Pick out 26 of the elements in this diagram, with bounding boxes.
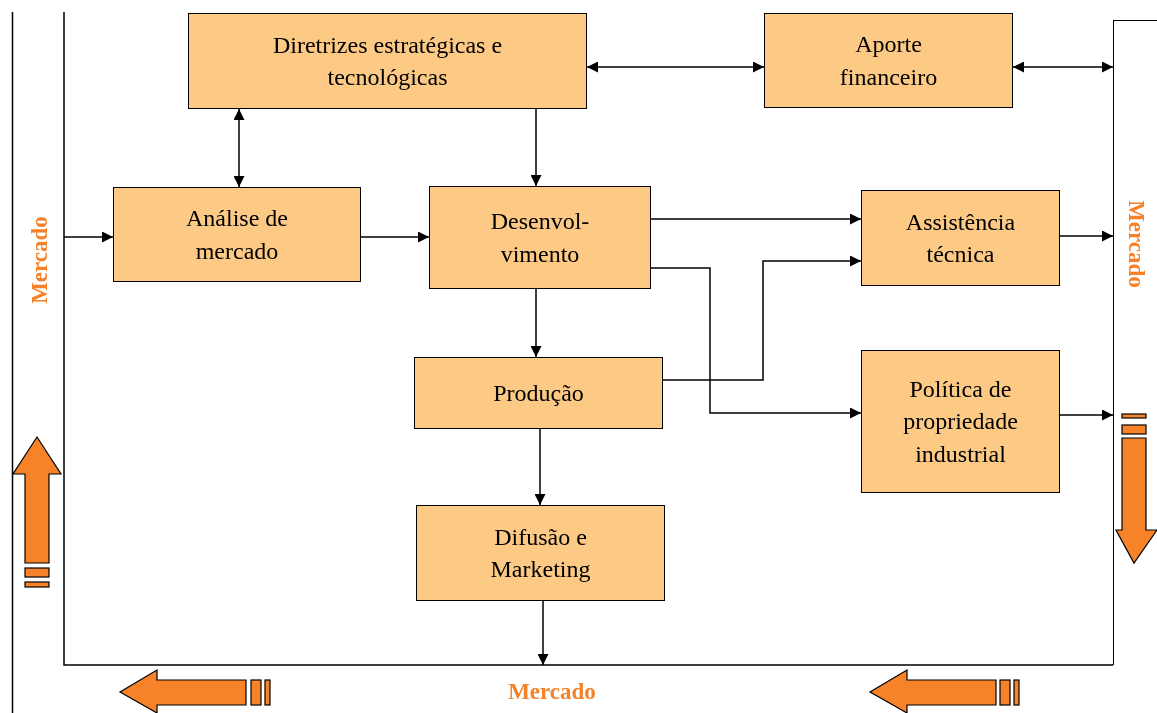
process-box: Política de propriedade industrial — [861, 350, 1060, 493]
arrow — [530, 108, 542, 187]
market-label: Mercado — [27, 216, 53, 304]
process-box: Análise de mercado — [113, 187, 361, 282]
market-label: Mercado — [508, 679, 596, 705]
arrow — [1012, 61, 1114, 73]
arrow — [650, 213, 862, 225]
market-channel-line — [1113, 20, 1157, 665]
market-label: Mercado — [1123, 200, 1149, 288]
arrow — [586, 61, 765, 73]
arrow — [1059, 230, 1114, 242]
arrow — [662, 255, 862, 381]
arrow — [537, 600, 549, 666]
process-box: Diretrizes estratégicas e tecnológicas — [188, 13, 587, 109]
process-box: Assistência técnica — [861, 190, 1060, 286]
process-box: Difusão e Marketing — [416, 505, 665, 601]
arrow — [360, 231, 430, 243]
process-box: Produção — [414, 357, 663, 429]
process-box: Desenvol- vimento — [429, 186, 651, 289]
arrow — [1059, 409, 1114, 421]
arrow — [233, 108, 245, 188]
process-box: Aporte financeiro — [764, 13, 1013, 108]
arrow — [63, 231, 114, 243]
arrow — [534, 428, 546, 506]
arrow — [530, 288, 542, 358]
arrow — [650, 267, 862, 419]
